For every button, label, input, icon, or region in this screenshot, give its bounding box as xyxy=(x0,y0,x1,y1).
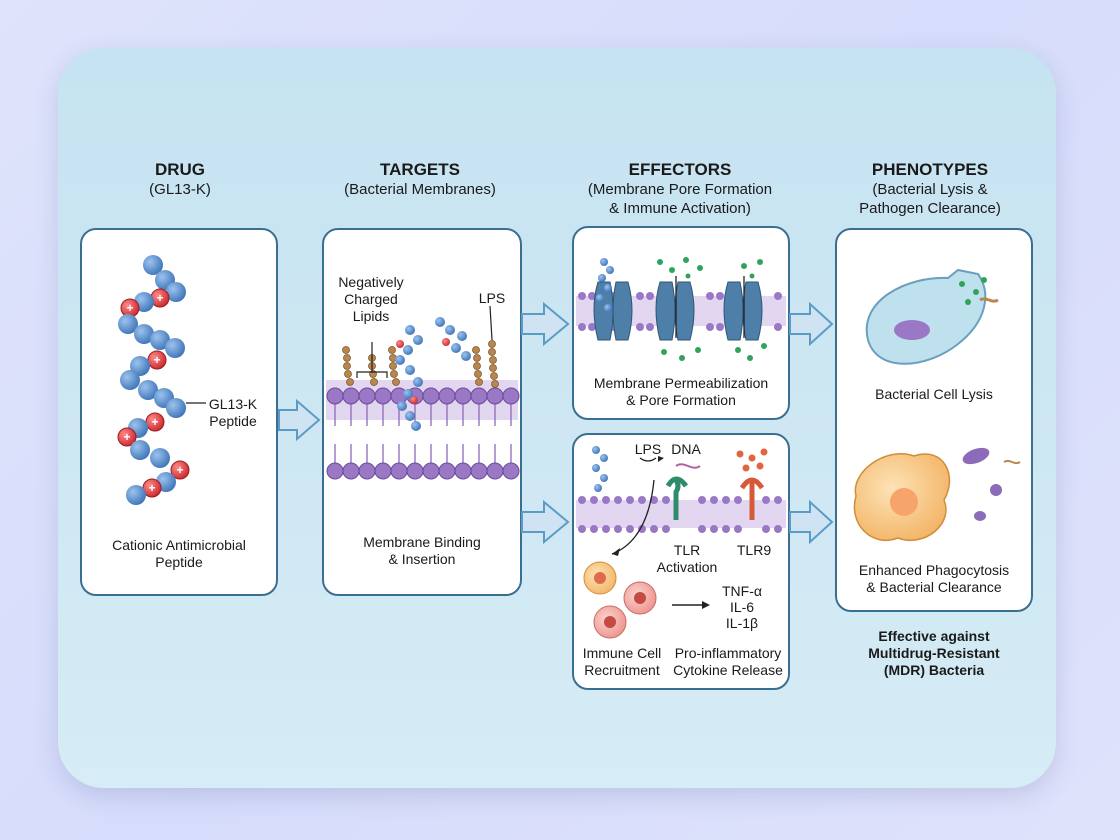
targets-subtitle: (Bacterial Membranes) xyxy=(344,181,496,198)
drug-subtitle: (GL13-K) xyxy=(149,181,211,198)
tlr-label-2: Activation xyxy=(656,559,718,575)
pore-caption-2: & Pore Formation xyxy=(626,392,736,408)
svg-text:+: + xyxy=(153,353,160,367)
targets-caption-2: & Insertion xyxy=(388,551,456,567)
mdr-note-3: (MDR) Bacteria xyxy=(883,662,985,678)
cytokine-tnf: TNF-α xyxy=(722,583,762,599)
lysis-label: Bacterial Cell Lysis xyxy=(875,386,993,402)
mdr-note-2: Multidrug-Resistant xyxy=(868,645,1000,661)
svg-text:+: + xyxy=(176,463,183,477)
effectors-title: EFFECTORS xyxy=(628,160,732,179)
targets-title: TARGETS xyxy=(380,160,460,179)
release-label-1: Pro-inflammatory xyxy=(674,645,782,661)
pore-membrane xyxy=(576,257,786,361)
immune-activation-box xyxy=(572,433,790,690)
svg-text:+: + xyxy=(156,291,163,305)
mdr-note-1: Effective against xyxy=(878,628,990,644)
targets-caption-1: Membrane Binding xyxy=(363,534,481,550)
immune-membrane xyxy=(576,446,786,639)
lipids-label-1: Negatively xyxy=(338,274,404,290)
lysed-bacterium xyxy=(865,268,999,365)
arrow-targets-to-immune xyxy=(521,499,570,545)
phagocyte-engulfing-bacteria xyxy=(853,447,1021,541)
lipids-label-2: Charged xyxy=(344,291,398,307)
drug-title: DRUG xyxy=(154,160,206,179)
effectors-subtitle-1: (Membrane Pore Formation xyxy=(587,181,773,198)
cytokine-il1b: IL-1β xyxy=(725,615,759,631)
tlr-label-1: TLR xyxy=(673,542,701,558)
recruit-label-1: Immune Cell xyxy=(582,645,662,661)
arrow-immune-to-clearance xyxy=(789,499,834,545)
arrow-pore-to-lysis xyxy=(789,301,834,347)
immune-dna-label: DNA xyxy=(671,441,701,457)
peptide-label-1: GL13-K xyxy=(208,396,258,412)
effectors-subtitle-2: & Immune Activation) xyxy=(609,200,751,217)
peptide-label-2: Peptide xyxy=(209,413,257,429)
svg-text:+: + xyxy=(151,415,158,429)
arrow-targets-to-pore xyxy=(521,301,570,347)
svg-text:+: + xyxy=(126,301,133,315)
drug-caption-2: Peptide xyxy=(155,554,203,570)
lipids-label-3: Lipids xyxy=(352,308,390,324)
gl13k-peptide-helix: + + + + + + + xyxy=(117,255,206,505)
phenotypes-subtitle-1: (Bacterial Lysis & xyxy=(872,181,988,198)
recruit-label-2: Recruitment xyxy=(584,662,660,678)
svg-text:+: + xyxy=(123,430,130,444)
drug-caption-1: Cationic Antimicrobial xyxy=(112,537,246,553)
bacterial-membrane-bilayer xyxy=(326,305,520,480)
pore-caption-1: Membrane Permeabilization xyxy=(593,375,769,391)
svg-text:+: + xyxy=(148,481,155,495)
immune-lps-label: LPS xyxy=(634,441,662,457)
phenotypes-subtitle-2: Pathogen Clearance) xyxy=(859,200,1001,217)
tlr9-label: TLR9 xyxy=(736,542,772,558)
lps-label: LPS xyxy=(478,290,506,306)
phenotypes-title: PHENOTYPES xyxy=(871,160,989,179)
arrow-drug-to-targets xyxy=(278,398,321,442)
cytokine-il6: IL-6 xyxy=(729,599,755,615)
clearance-label-1: Enhanced Phagocytosis xyxy=(858,562,1010,578)
clearance-label-2: & Bacterial Clearance xyxy=(866,579,1002,595)
release-label-2: Cytokine Release xyxy=(673,662,783,678)
